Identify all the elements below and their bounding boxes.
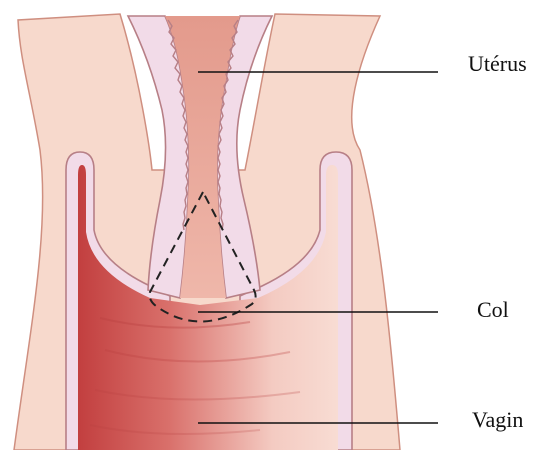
- label-vagin: Vagin: [472, 409, 523, 431]
- label-col: Col: [477, 299, 509, 321]
- label-uterus: Utérus: [468, 53, 527, 75]
